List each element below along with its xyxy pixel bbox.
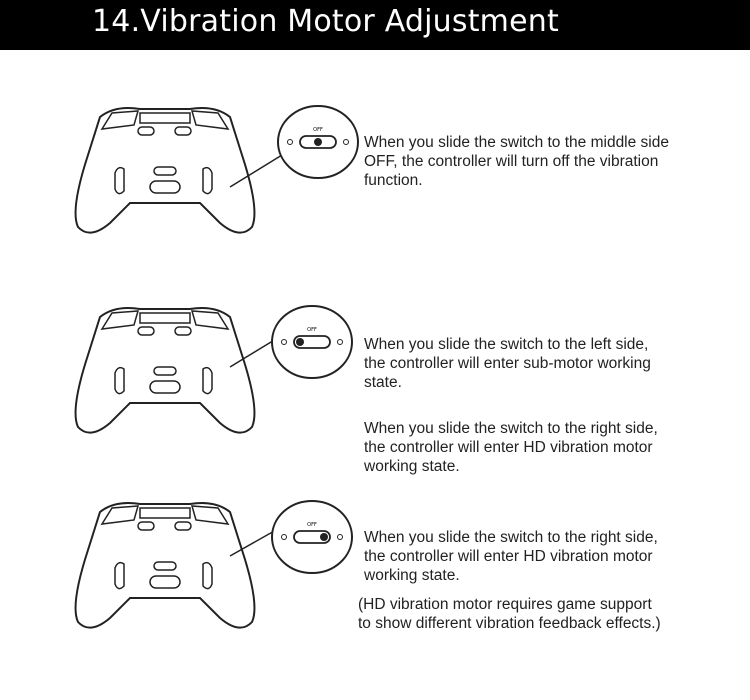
description-hd-note: (HD vibration motor requires game suppor… <box>358 596 661 632</box>
page-header: 14.Vibration Motor Adjustment <box>0 0 750 50</box>
switch-callout-icon: OFF <box>277 105 359 179</box>
svg-text:OFF: OFF <box>307 522 317 528</box>
switch-callout-icon: OFF <box>271 500 353 574</box>
page-title: 14.Vibration Motor Adjustment <box>92 4 559 39</box>
description-hd: When you slide the switch to the right s… <box>364 529 658 584</box>
svg-text:OFF: OFF <box>307 327 317 333</box>
callout-pointer-icon <box>229 338 277 368</box>
description-right: When you slide the switch to the right s… <box>364 420 658 475</box>
switch-callout-icon: OFF <box>271 305 353 379</box>
callout-pointer-icon <box>229 529 277 557</box>
callout-pointer-icon <box>229 154 283 188</box>
svg-text:OFF: OFF <box>313 127 323 133</box>
controller-icon <box>74 502 256 629</box>
controller-icon <box>74 307 256 434</box>
description-left: When you slide the switch to the left si… <box>364 336 651 391</box>
controller-icon <box>74 107 256 234</box>
description-off: When you slide the switch to the middle … <box>364 134 669 189</box>
